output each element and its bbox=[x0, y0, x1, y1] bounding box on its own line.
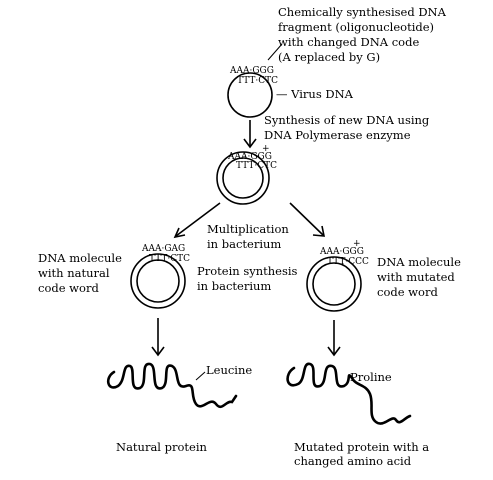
mid-lower-sequence: TTT·CTC bbox=[236, 161, 277, 171]
mid-upper-sequence: AAA·GGG bbox=[227, 152, 272, 162]
arrow-down-left bbox=[173, 202, 221, 239]
oligo-label-line3: with changed DNA code bbox=[278, 35, 419, 49]
oligo-pointer-line bbox=[267, 43, 283, 61]
top-upper-sequence: AAA·GGG bbox=[229, 66, 274, 76]
proline-label: Proline bbox=[350, 370, 392, 384]
natural-label-line1: DNA molecule bbox=[38, 251, 122, 265]
mutated-label-line1: DNA molecule bbox=[377, 255, 461, 269]
natural-protein-label: Natural protein bbox=[116, 440, 208, 454]
oligo-label-line1: Chemically synthesised DNA bbox=[278, 5, 447, 19]
arrow-down-right bbox=[289, 202, 325, 237]
virus-dna-circle: AAA·GGG TTT·CTC bbox=[227, 66, 278, 118]
natural-dna-circle: AAA·GAG TTT·CTC bbox=[130, 244, 190, 309]
mutated-protein-label-line1: Mutated protein with a bbox=[294, 440, 429, 454]
right-upper-sequence: AAA·GGG bbox=[319, 247, 364, 257]
mid-plus-mark: + bbox=[262, 144, 270, 154]
natural-label-line2: with natural bbox=[38, 266, 110, 280]
protein-synthesis-label-line1: Protein synthesis bbox=[197, 264, 298, 278]
synthesis-label-line1: Synthesis of new DNA using bbox=[264, 113, 430, 127]
synthesis-label-line2: DNA Polymerase enzyme bbox=[264, 128, 411, 142]
mutated-dna-circle: AAA·GGG TTT·CCC + bbox=[306, 239, 369, 312]
right-plus-mark: + bbox=[353, 239, 361, 249]
virus-dna-label: — Virus DNA bbox=[276, 87, 354, 101]
left-lower-sequence: TTT·CTC bbox=[149, 254, 190, 264]
arrow-down-natural-protein bbox=[151, 318, 165, 357]
natural-protein-coil bbox=[106, 362, 238, 409]
right-lower-sequence: TTT·CCC bbox=[327, 257, 369, 267]
arrow-down-mutated-protein bbox=[327, 320, 341, 357]
oligo-label-line4: (A replaced by G) bbox=[278, 50, 380, 64]
protein-synthesis-label-line2: in bacterium bbox=[197, 279, 271, 293]
natural-label-line3: code word bbox=[38, 281, 99, 295]
leucine-label: Leucine bbox=[206, 363, 252, 377]
top-lower-sequence: TTT·CTC bbox=[237, 76, 278, 86]
multiplication-label-line1: Multiplication bbox=[207, 222, 289, 236]
mutated-protein-coil bbox=[286, 362, 412, 425]
mutated-label-line3: code word bbox=[377, 285, 438, 299]
arrow-down-synthesis bbox=[243, 120, 257, 149]
multiplication-label-line2: in bacterium bbox=[207, 237, 281, 251]
leucine-pointer-line bbox=[195, 371, 206, 381]
oligo-label-line2: fragment (oligonucleotide) bbox=[278, 20, 434, 34]
double-strand-dna-circle: AAA·GGG TTT·CTC + bbox=[216, 144, 277, 205]
left-upper-sequence: AAA·GAG bbox=[141, 244, 185, 254]
mutated-protein-label-line2: changed amino acid bbox=[294, 454, 412, 468]
mutated-label-line2: with mutated bbox=[377, 270, 455, 284]
